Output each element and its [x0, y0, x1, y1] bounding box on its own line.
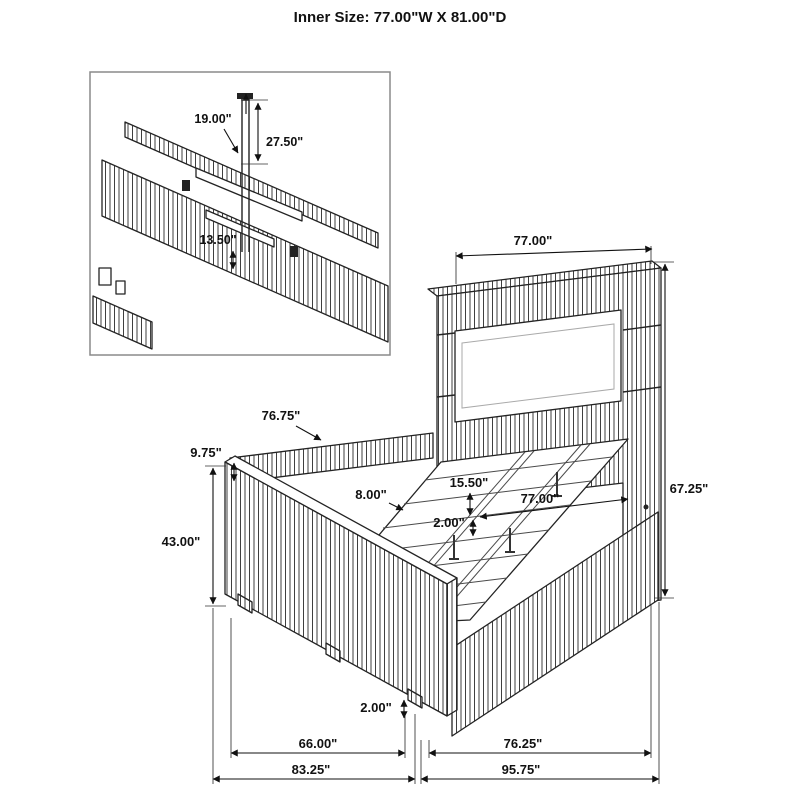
dim-ledge-depth: 15.50": [450, 475, 489, 516]
dim-rail-outer-length-label: 76.25": [504, 736, 543, 751]
footboard-legs: [237, 593, 423, 709]
dim-slat-thickness-label: 2.00": [433, 515, 464, 530]
inset-bracket-mechanism: [182, 93, 303, 257]
dim-footboard-height-label: 43.00": [162, 534, 201, 549]
dim-footboard-outer-width: 83.25": [212, 762, 416, 783]
power-port-icon: [643, 504, 649, 510]
dim-inset-19-label: 19.00": [194, 112, 231, 126]
dim-inset-19: 19.00": [194, 112, 239, 154]
dim-overall-depth-label: 95.75": [502, 762, 541, 777]
bolt-icon: [182, 180, 190, 191]
headboard-light-panel: [454, 309, 622, 423]
dim-leg-height-label: 2.00": [360, 700, 391, 715]
footboard-end: [446, 577, 458, 717]
inset-headboard-panels: [92, 121, 389, 350]
dim-inset-27-5-label: 27.50": [266, 135, 303, 149]
dim-inset-13-5: 13.50": [199, 233, 237, 270]
detail-inset: 27.50" 19.00" 13.50": [89, 71, 391, 356]
dim-headboard-height-label: 67.25": [670, 481, 709, 496]
dim-footboard-height: 43.00": [162, 465, 226, 607]
dim-inset-13-5-label: 13.50": [199, 233, 236, 247]
dim-rail-length-label: 76.75": [262, 408, 301, 423]
dim-inset-27-5: 27.50": [241, 99, 303, 165]
dim-inner-width: 77.00": [479, 491, 629, 520]
dim-headboard-height: 67.25": [654, 261, 709, 599]
dim-footboard-outer-width-label: 83.25": [292, 762, 331, 777]
bolt-icon: [290, 246, 298, 257]
dim-rail-length: 76.75": [262, 408, 322, 441]
rod-cap: [237, 93, 253, 99]
dim-footboard-inner-width: 66.00": [230, 736, 406, 757]
dim-rail-width-label: 9.75": [190, 445, 221, 460]
dim-rail-outer-length: 76.25": [428, 736, 652, 757]
headboard: [427, 260, 662, 606]
page-title: Inner Size: 77.00"W X 81.00"D: [294, 9, 507, 26]
dim-inner-width-label: 77.00": [521, 491, 560, 506]
footboard: [224, 455, 458, 717]
dim-leg-height: 2.00": [360, 699, 408, 719]
dim-top-width-label: 77.00": [514, 233, 553, 248]
dim-rail-width: 9.75": [190, 445, 238, 482]
extension-lines: [212, 602, 660, 784]
dim-slat-gap-label: 8.00": [355, 487, 386, 502]
dim-ledge-depth-label: 15.50": [450, 475, 489, 490]
dim-overall-depth: 95.75": [420, 762, 660, 783]
dim-top-width: 77.00": [455, 233, 653, 284]
dim-slat-thickness: 2.00": [433, 515, 477, 537]
dim-footboard-inner-width-label: 66.00": [299, 736, 338, 751]
dim-slat-gap: 8.00": [355, 487, 404, 511]
